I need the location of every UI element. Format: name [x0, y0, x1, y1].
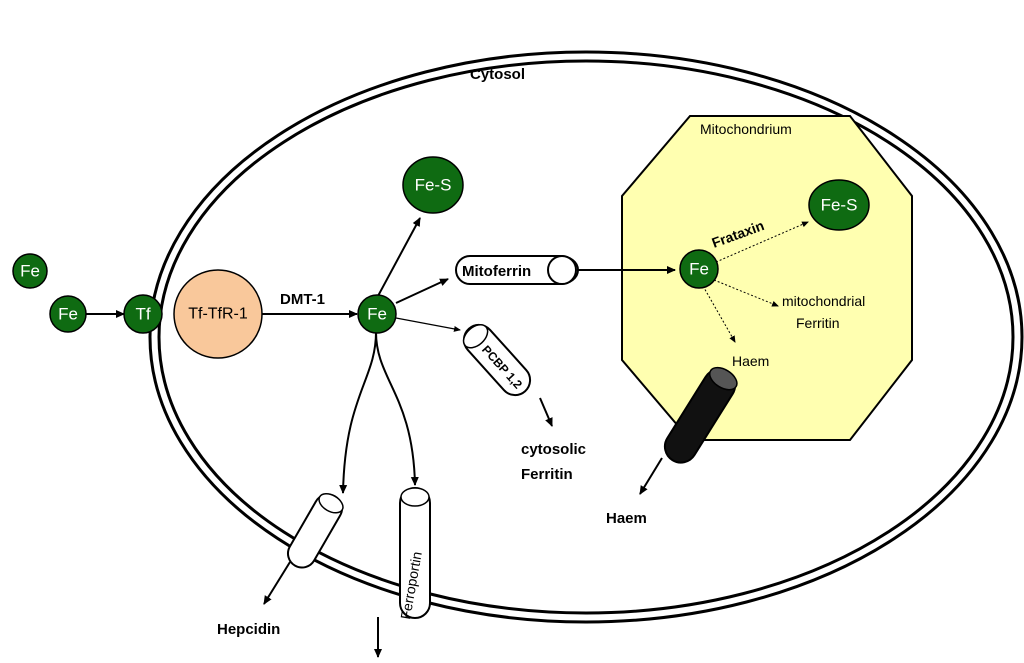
fe-outside-node-1 — [12, 253, 48, 289]
tf-node — [123, 294, 163, 334]
fe-s-cytosol-label: Fe-S — [415, 176, 452, 195]
fe-s-mito-label: Fe-S — [821, 196, 858, 215]
tf-tfr1-label: Tf-TfR-1 — [188, 306, 248, 323]
mito-ferritin-label-2: Ferritin — [796, 315, 840, 331]
mitoferrin-label: Mitoferrin — [462, 263, 531, 280]
fe-mito-label: Fe — [689, 260, 709, 279]
haem-inside-label: Haem — [732, 353, 769, 369]
mitoferrin-transporter — [455, 255, 579, 285]
cytosolic-ferritin-label-1: cytosolic — [521, 441, 586, 458]
pcbp-transporter: PCBP 1,2 — [462, 323, 532, 397]
dmt1-label: DMT-1 — [280, 291, 325, 308]
arrow-fe-to-mitoferrin — [395, 278, 449, 304]
tf-label: Tf — [135, 305, 150, 324]
arrow-channel-to-hepcidin — [263, 561, 291, 605]
cytosol-label: Cytosol — [470, 66, 525, 83]
fe-cytosol-node — [357, 294, 397, 334]
haem-channel — [663, 366, 738, 464]
fe-outside-node-2 — [49, 295, 87, 333]
arrow-fe-to-fes-mito — [715, 221, 809, 263]
cytosolic-ferritin-label-2: Ferritin — [521, 466, 573, 483]
hepcidin-channel — [287, 493, 344, 569]
mitochondrion — [621, 115, 913, 441]
arrow-fe-to-haem — [702, 285, 736, 343]
arrow-fe-to-ferroportin-branch — [375, 331, 419, 486]
hepcidin-label: Hepcidin — [217, 621, 280, 638]
fe-cytosol-label: Fe — [367, 305, 387, 324]
fe-s-mito-node — [808, 179, 870, 231]
arrow-fe-to-hepcidin-branch — [339, 331, 377, 494]
fe-outside-label-1: Fe — [20, 262, 40, 281]
cell-membrane-outer — [148, 50, 1024, 624]
arrow-pcbp-to-ferritin — [539, 397, 553, 427]
arrow-haem-out — [639, 457, 663, 495]
ferroportin-transporter — [399, 487, 431, 619]
arrow-fe-to-fes — [377, 217, 421, 297]
fe-outside-label-2: Fe — [58, 305, 78, 324]
arrow-fe-to-pcbp — [395, 317, 461, 332]
mito-ferritin-label-1: mitochondrial — [782, 293, 865, 309]
fe-mito-node — [679, 249, 719, 289]
arrow-fe-to-mito-ferritin — [713, 279, 779, 307]
fe-s-cytosol-node — [402, 156, 464, 214]
haem-outside-label: Haem — [606, 510, 647, 527]
mitochondrium-label: Mitochondrium — [700, 121, 792, 137]
cell-membrane-inner — [157, 59, 1015, 615]
tf-tfr1-receptor — [173, 269, 263, 359]
